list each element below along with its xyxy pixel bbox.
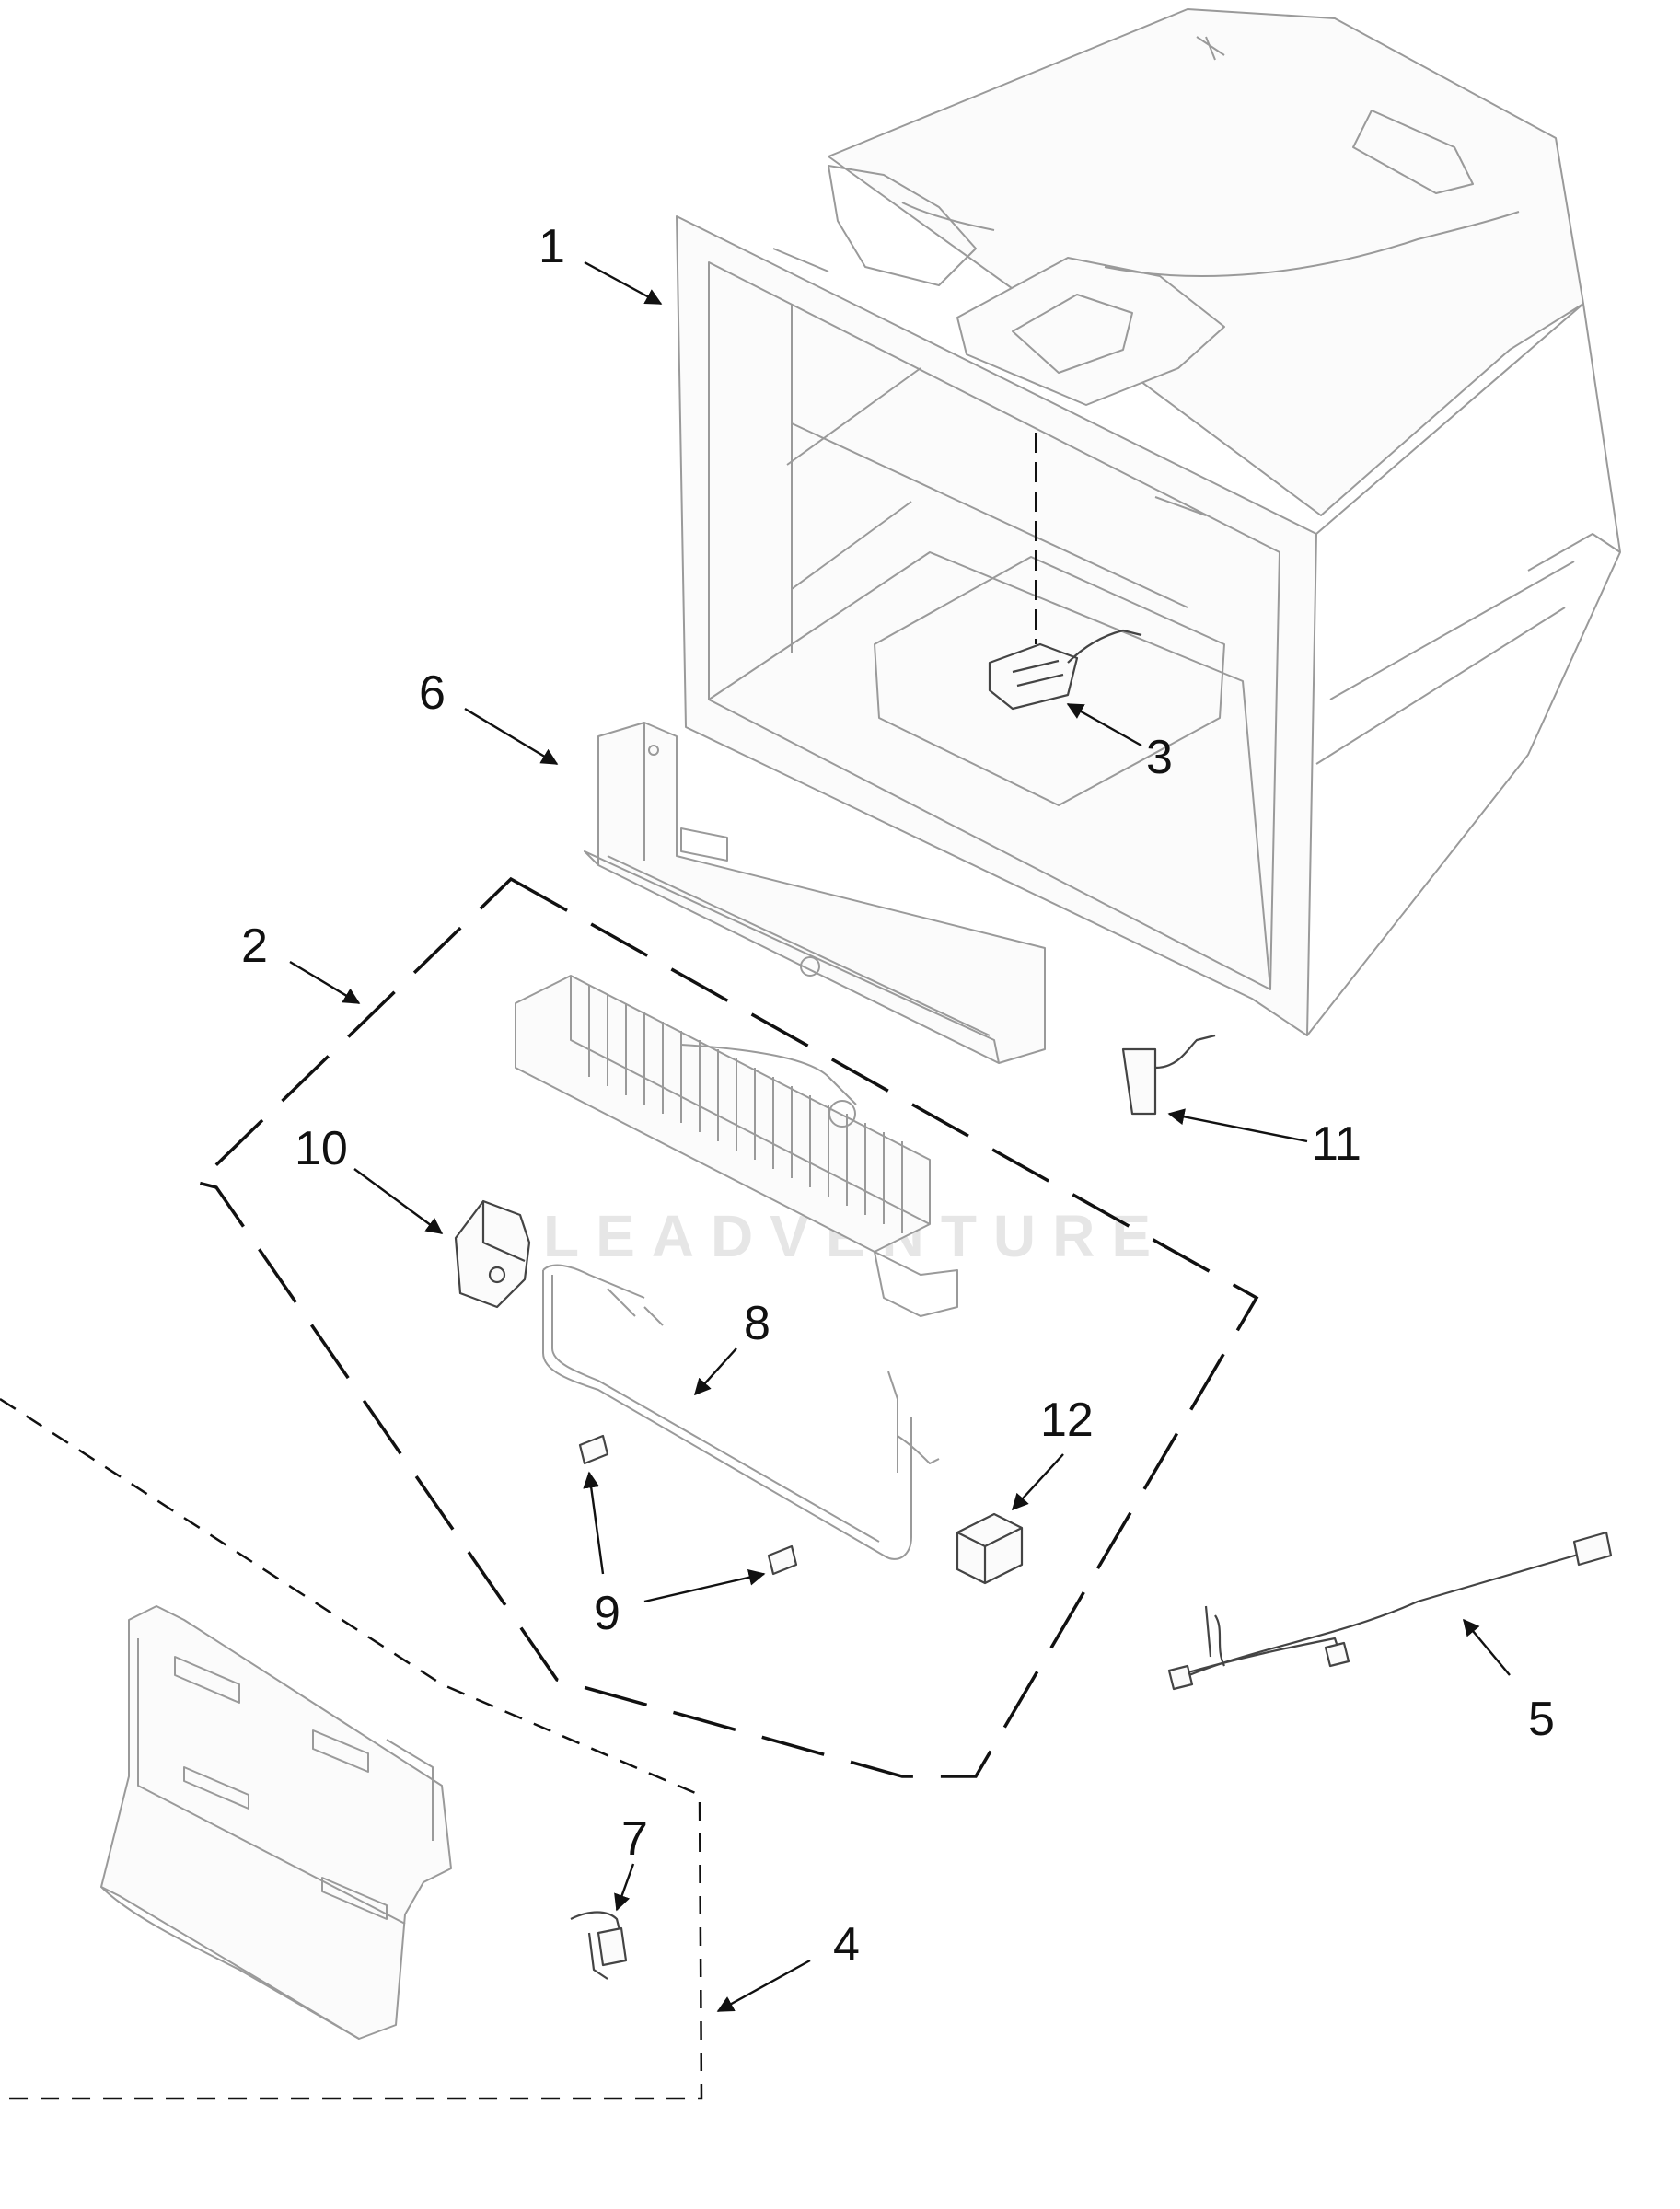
callout-8: 8: [744, 1297, 770, 1350]
part-3-sensor: [988, 629, 1142, 711]
part-4-group-boundary: [0, 1397, 703, 2100]
callout-11: 11: [1312, 1117, 1361, 1171]
part-9-clips: [578, 1434, 798, 1576]
leader-10: [353, 1168, 444, 1234]
part-8-defrost-heater: [542, 1264, 940, 1560]
part-10-bracket: [454, 1199, 531, 1309]
callout-9: 9: [594, 1587, 620, 1640]
part-4-control-housing: [100, 1605, 452, 2040]
part-11-connector: [1121, 1034, 1216, 1116]
leader-lines: [289, 260, 1511, 2013]
leader-9b: [643, 1568, 766, 1603]
callout-6: 6: [419, 666, 446, 720]
leader-8: [693, 1347, 737, 1396]
callout-1: 1: [539, 220, 565, 273]
leader-1: [584, 260, 663, 306]
callout-5: 5: [1528, 1693, 1555, 1746]
leader-3: [1066, 702, 1142, 747]
part-5-wire-harness: [1167, 1531, 1613, 1691]
part-2-group-boundary: [194, 876, 1259, 1778]
leader-12: [1011, 1453, 1064, 1511]
leader-6: [464, 707, 559, 766]
callout-4: 4: [833, 1918, 860, 1972]
leader-7: [614, 1863, 635, 1912]
part-7-sensor-wire: [570, 1911, 628, 1980]
leader-4: [716, 1959, 811, 2013]
callout-7: 7: [621, 1812, 648, 1866]
callout-2: 2: [241, 919, 268, 973]
part-2-evaporator: [515, 975, 958, 1317]
leader-11: [1167, 1108, 1308, 1143]
leader-5: [1463, 1618, 1511, 1676]
callout-10: 10: [295, 1122, 348, 1175]
callout-3: 3: [1146, 731, 1173, 784]
part-6-evaporator-cover: [584, 722, 1046, 1064]
part-1-freezer-liner: [676, 8, 1621, 1036]
leader-2: [289, 960, 361, 1005]
callout-labels: 1 6 3 2 11 10 8 12 9 5 7 4: [241, 220, 1555, 1972]
leader-9a: [583, 1471, 605, 1575]
callout-12: 12: [1040, 1394, 1094, 1447]
part-12-block: [956, 1512, 1024, 1585]
